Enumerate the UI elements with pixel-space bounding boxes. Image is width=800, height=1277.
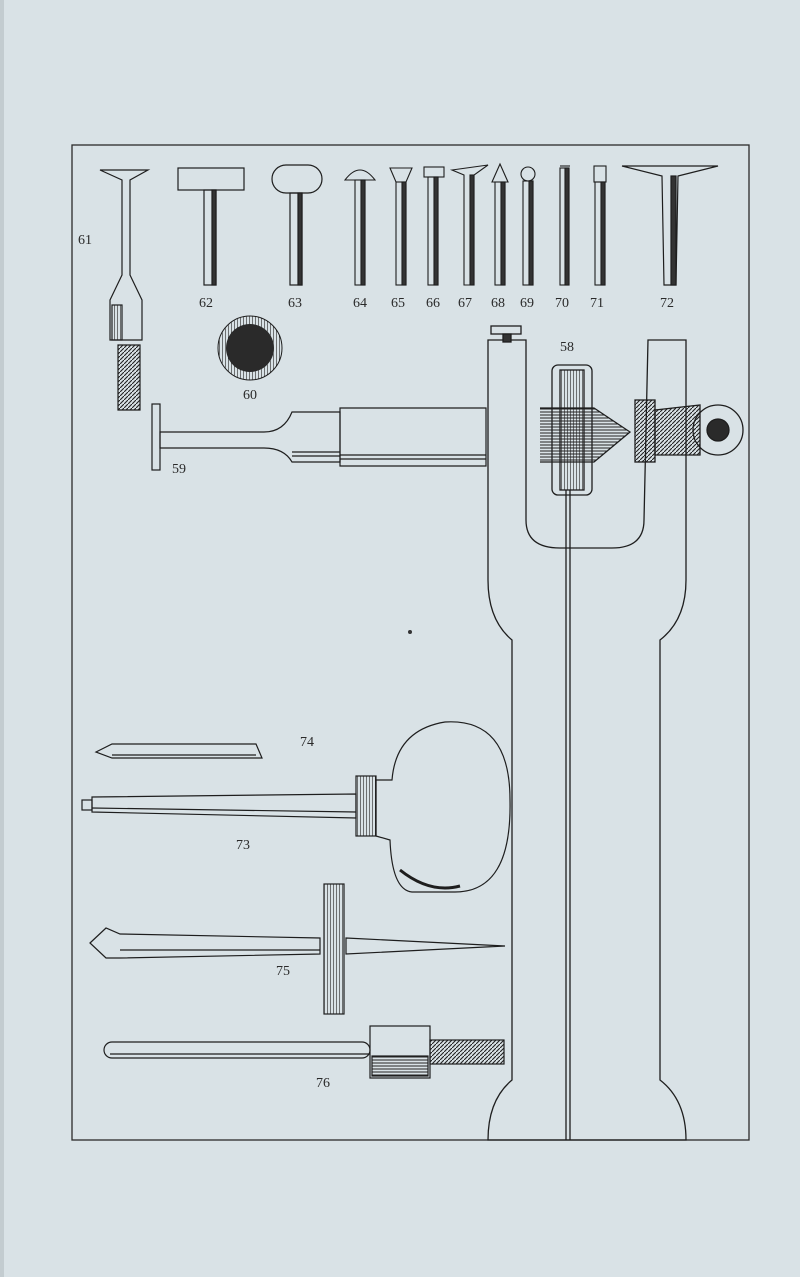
figure-72-tool: [621, 165, 719, 286]
fig-label-72: 72: [660, 296, 674, 311]
fig-label-74: 74: [300, 735, 314, 750]
fig-label-58: 58: [560, 340, 574, 355]
fig-label-69: 69: [520, 296, 534, 311]
figure-75-tool: [89, 883, 506, 1015]
fig-label-67: 67: [458, 296, 472, 311]
fig-label-63: 63: [288, 296, 302, 311]
figure-60-disk: [217, 315, 283, 381]
fig-label-59: 59: [172, 462, 186, 477]
fig-label-62: 62: [199, 296, 213, 311]
fig-label-64: 64: [353, 296, 367, 311]
fig-label-66: 66: [426, 296, 440, 311]
fig-label-65: 65: [391, 296, 405, 311]
fig-label-60: 60: [243, 388, 257, 403]
fig-label-75: 75: [276, 964, 290, 979]
figure-73-awl: [81, 721, 511, 893]
plate-frame: [71, 144, 750, 1141]
figure-59-tool: [151, 403, 487, 471]
fig-label-76: 76: [316, 1076, 330, 1091]
fig-label-68: 68: [491, 296, 505, 311]
fig-label-73: 73: [236, 838, 250, 853]
figure-58-frame: [487, 325, 744, 1141]
fig-label-61: 61: [78, 233, 92, 248]
fig-label-70: 70: [555, 296, 569, 311]
figure-62-punch: [177, 167, 245, 286]
fig-label-71: 71: [590, 296, 604, 311]
figures-64-71-punches: [343, 162, 607, 286]
page-edge: [0, 0, 4, 1277]
figure-76-screw-rod: [103, 1025, 505, 1079]
figure-74-point: [94, 743, 263, 759]
figure-61-chisel: [99, 169, 151, 411]
stray-dot: [408, 630, 412, 634]
figure-63-punch: [271, 164, 323, 286]
